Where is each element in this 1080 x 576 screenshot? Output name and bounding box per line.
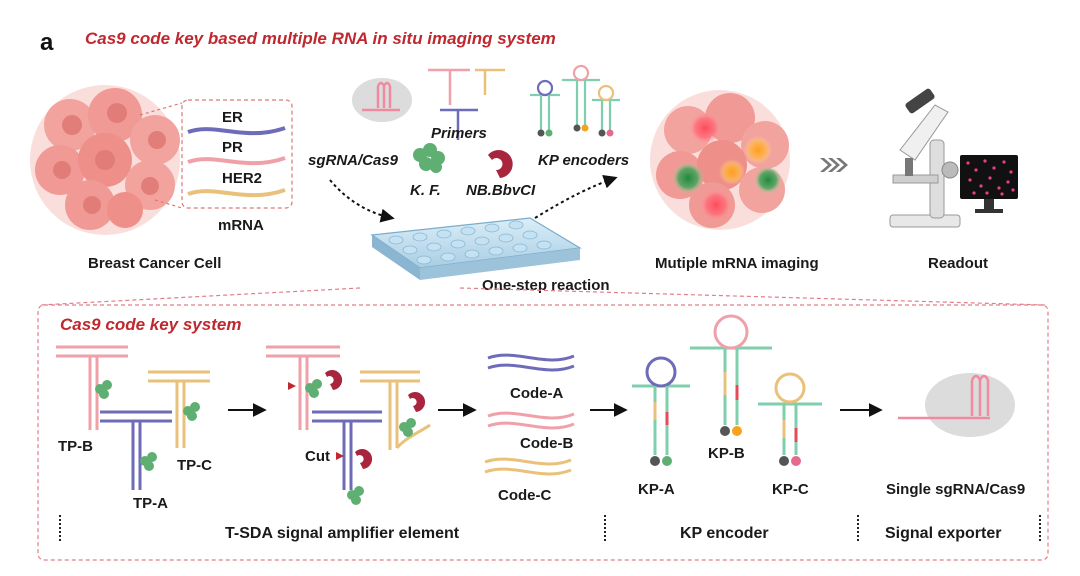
sgrna-cas9-label: sgRNA/Cas9 — [308, 152, 399, 169]
tp-b-strand — [56, 345, 128, 358]
one-step-label: One-step reaction — [482, 277, 610, 294]
cut-marker-icon — [336, 452, 344, 460]
kf-enzyme-icon — [305, 379, 416, 505]
microscope-icon — [889, 88, 961, 228]
mrna-er-strand — [187, 126, 286, 136]
cut-label: Cut — [305, 448, 330, 465]
dotted-arrow-in — [329, 179, 395, 223]
single-sgrna-label: Single sgRNA/Cas9 — [886, 481, 1025, 498]
code-key-panel — [37, 304, 1049, 561]
tp-a-label: TP-A — [133, 495, 168, 512]
mrna-her2-strand — [187, 188, 286, 198]
breast-cancer-cell-icon — [30, 85, 180, 235]
section-exporter-label: Signal exporter — [885, 525, 1001, 542]
section-kp-label: KP encoder — [680, 525, 769, 542]
nb-label: NB.BbvCI — [466, 182, 536, 199]
code-c-strand — [484, 457, 572, 466]
code-strands — [484, 353, 575, 476]
tp-c-label: TP-C — [177, 457, 212, 474]
well-plate-icon — [370, 217, 582, 280]
code-a-label: Code-A — [510, 385, 563, 402]
panel-letter: a — [40, 29, 54, 56]
kp-c-label: KP-C — [772, 481, 809, 498]
mrna-er-label: ER — [222, 109, 243, 126]
tp-b-label: TP-B — [58, 438, 93, 455]
monitor-icon — [960, 155, 1018, 213]
readout-label: Readout — [928, 255, 988, 272]
imaging-label: Mutiple mRNA imaging — [655, 255, 819, 272]
cut-marker-icon — [288, 382, 296, 390]
fluorophore-dots — [650, 426, 801, 466]
code-b-strand — [487, 411, 575, 420]
dotted-arrow-out — [534, 175, 618, 219]
mrna-box — [181, 99, 293, 209]
nb-enzyme-icon — [488, 150, 513, 178]
kp-encoders-label: KP encoders — [538, 152, 629, 169]
kf-label: K. F. — [410, 182, 441, 199]
kf-enzyme-icon — [413, 143, 445, 173]
template-probes — [56, 345, 210, 490]
code-c-label: Code-C — [498, 487, 551, 504]
kp-encoder-hairpins — [632, 314, 822, 455]
chevron-arrow-icon — [820, 158, 848, 172]
single-sgrna-cas9-icon — [898, 373, 1015, 437]
mrna-pr-label: PR — [222, 139, 243, 156]
imaged-cell-icon — [650, 90, 790, 230]
figure-title: Cas9 code key based multiple RNA in situ… — [85, 29, 556, 48]
amplifying-probes — [266, 345, 431, 490]
primers-icon — [428, 68, 505, 140]
code-b-label: Code-B — [520, 435, 573, 452]
kp-b-label: KP-B — [708, 445, 745, 462]
code-key-title: Cas9 code key system — [60, 315, 241, 334]
section-separators — [59, 515, 1041, 542]
cell-label: Breast Cancer Cell — [88, 255, 221, 272]
sgrna-cas9-icon — [352, 78, 412, 122]
tp-a-strand — [100, 410, 172, 423]
section-tsda-label: T-SDA signal amplifier element — [225, 525, 460, 542]
nb-enzyme-icon — [325, 370, 426, 469]
kp-a-label: KP-A — [638, 481, 675, 498]
kp-encoders-icon — [530, 64, 620, 130]
kf-enzyme-icon — [95, 380, 200, 471]
code-a-strand — [487, 353, 575, 362]
mrna-pr-strand — [187, 156, 286, 166]
primers-label: Primers — [431, 125, 487, 142]
mrna-her2-label: HER2 — [222, 170, 262, 187]
tp-c-strand — [148, 370, 210, 383]
mrna-caption: mRNA — [218, 217, 264, 234]
